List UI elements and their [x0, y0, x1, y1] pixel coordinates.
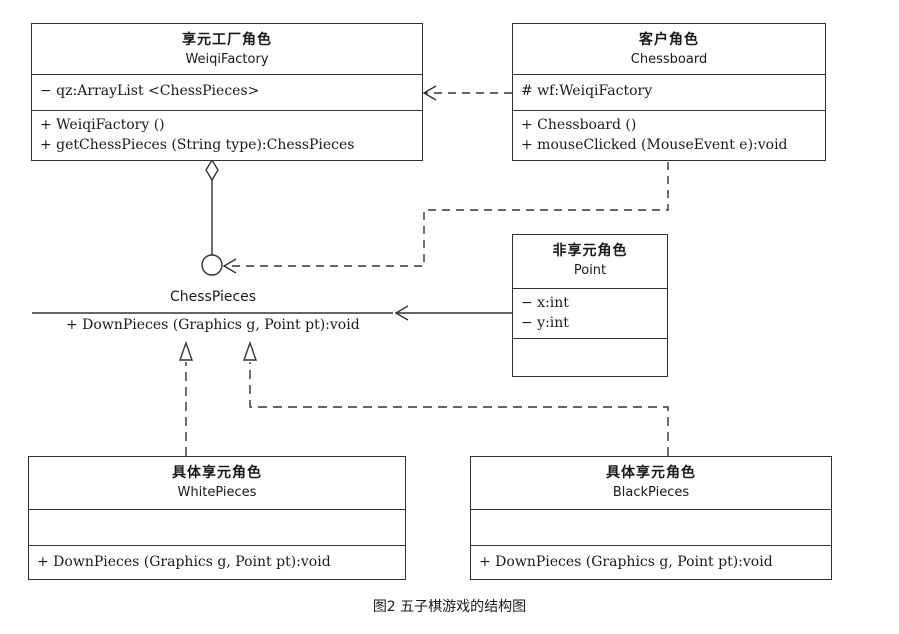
- black-realization-triangle: [243, 340, 257, 361]
- client-name: Chessboard: [630, 52, 708, 67]
- point-association-arrowhead: [394, 305, 409, 321]
- black-name: BlackPieces: [612, 485, 690, 500]
- client-method: + Chessboard (): [521, 117, 637, 133]
- black-role: 具体享元角色: [606, 465, 696, 481]
- client-factory-arrowhead: [422, 85, 437, 101]
- client-methods: + Chessboard () + mouseClicked (MouseEve…: [513, 111, 825, 155]
- client-role: 客户角色: [639, 32, 699, 48]
- unshared-role: 非享元角色: [552, 243, 628, 259]
- unshared-header: 非享元角色 Point: [513, 235, 667, 289]
- unshared-attribute: − x:int: [521, 295, 569, 311]
- white-name: WhitePieces: [177, 485, 257, 500]
- unshared-name: Point: [573, 263, 607, 278]
- unshared-attribute: − y:int: [521, 315, 569, 331]
- white-realization-triangle: [179, 340, 193, 361]
- client-flyweight-dependency-line: [224, 162, 669, 267]
- white-method: + DownPieces (Graphics g, Point pt):void: [37, 554, 331, 570]
- white-class-box: 具体享元角色 WhitePieces + DownPieces (Graphic…: [28, 456, 406, 580]
- factory-attributes: − qz:ArrayList <ChessPieces>: [32, 75, 422, 111]
- white-role: 具体享元角色: [172, 465, 262, 481]
- figure-caption: 图2 五子棋游戏的结构图: [372, 599, 527, 615]
- factory-method: + getChessPieces (String type):ChessPiec…: [40, 137, 355, 153]
- black-class-box: 具体享元角色 BlackPieces + DownPieces (Graphic…: [470, 456, 832, 580]
- black-attributes: [471, 510, 831, 546]
- factory-header: 享元工厂角色 WeiqiFactory: [32, 24, 422, 75]
- black-methods: + DownPieces (Graphics g, Point pt):void: [471, 546, 831, 572]
- client-attribute: # wf:WeiqiFactory: [521, 83, 653, 99]
- white-attributes: [29, 510, 405, 546]
- factory-name: WeiqiFactory: [185, 52, 269, 67]
- client-attributes: # wf:WeiqiFactory: [513, 75, 825, 111]
- black-header: 具体享元角色 BlackPieces: [471, 457, 831, 510]
- black-method: + DownPieces (Graphics g, Point pt):void: [479, 554, 773, 570]
- factory-role: 享元工厂角色: [182, 32, 272, 48]
- unshared-attributes: − x:int − y:int: [513, 289, 667, 339]
- white-header: 具体享元角色 WhitePieces: [29, 457, 405, 510]
- interface-lollipop: [201, 254, 223, 276]
- factory-attribute: − qz:ArrayList <ChessPieces>: [40, 83, 260, 99]
- factory-class-box: 享元工厂角色 WeiqiFactory − qz:ArrayList <Ches…: [31, 23, 423, 161]
- client-method: + mouseClicked (MouseEvent e):void: [521, 137, 788, 153]
- client-class-box: 客户角色 Chessboard # wf:WeiqiFactory + Ches…: [512, 23, 826, 161]
- factory-method: + WeiqiFactory (): [40, 117, 165, 133]
- aggregation-diamond: [205, 158, 219, 182]
- client-header: 客户角色 Chessboard: [513, 24, 825, 75]
- unshared-class-box: 非享元角色 Point − x:int − y:int: [512, 234, 668, 377]
- flyweight-name: ChessPieces: [170, 289, 257, 305]
- factory-methods: + WeiqiFactory () + getChessPieces (Stri…: [32, 111, 422, 155]
- black-realization-line: [249, 362, 669, 456]
- client-flyweight-arrowhead: [222, 258, 237, 274]
- white-methods: + DownPieces (Graphics g, Point pt):void: [29, 546, 405, 572]
- flyweight-method: + DownPieces (Graphics g, Point pt):void: [66, 317, 360, 333]
